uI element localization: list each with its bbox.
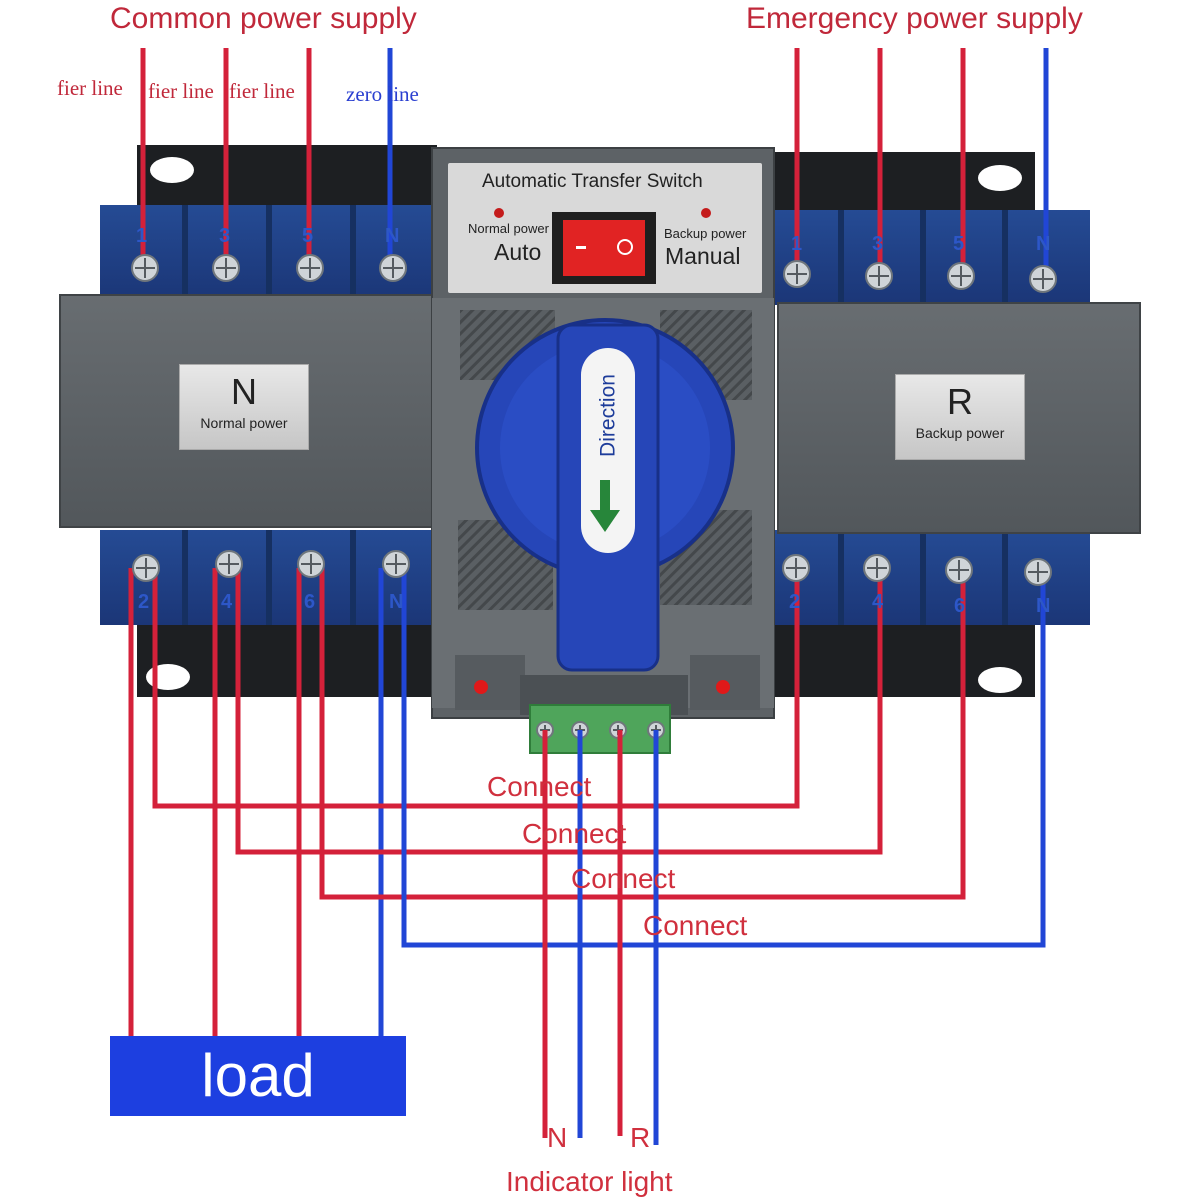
label-fier-line-3: fier line xyxy=(229,79,295,103)
ats-normal-power-label: Normal power xyxy=(468,221,549,236)
terminal-number: 5 xyxy=(302,225,314,247)
terminal-screw-icon xyxy=(1024,558,1052,586)
terminal-screw-icon xyxy=(297,550,325,578)
ats-auto-label: Auto xyxy=(494,239,542,265)
terminal-screw-icon xyxy=(863,554,891,582)
red-indicator-lamp xyxy=(474,680,488,694)
terminal-screw-icon xyxy=(945,556,973,584)
terminal-screw-icon xyxy=(1029,265,1057,293)
terminal-number: 6 xyxy=(304,591,316,613)
red-indicator-lamp xyxy=(716,680,730,694)
card-backup-power: R Backup power xyxy=(895,374,1025,460)
rocker-on-mark xyxy=(617,239,633,255)
terminal-number: 1 xyxy=(136,225,148,247)
terminal-separators xyxy=(182,205,1008,625)
terminal-number: 5 xyxy=(953,233,965,255)
terminal-separator xyxy=(920,210,926,305)
rocker-off-mark xyxy=(576,246,586,249)
terminal-separator xyxy=(182,205,188,300)
connect-wire-n xyxy=(401,568,1046,948)
terminal-separator xyxy=(182,530,188,625)
terminal-separator xyxy=(350,205,356,300)
led-normal-dot xyxy=(494,208,504,218)
terminal-number: N xyxy=(1036,595,1051,617)
terminal-screw-icon xyxy=(215,550,243,578)
terminal-number: 6 xyxy=(954,595,966,617)
terminal-separator xyxy=(838,210,844,305)
handle-label-plate xyxy=(581,348,635,553)
connect-label-4: Connect xyxy=(643,910,748,941)
connect-label-3: Connect xyxy=(571,863,676,894)
load-box: load xyxy=(110,1036,406,1116)
label-zero-line: zero line xyxy=(346,82,419,106)
card-backup-text: Backup power xyxy=(915,425,1005,441)
indicator-r-label: R xyxy=(630,1122,651,1153)
connect-wire-2 xyxy=(235,568,883,855)
indicator-n-label: N xyxy=(547,1122,568,1153)
terminal-screw-icon xyxy=(783,260,811,288)
terminal-number: 3 xyxy=(219,225,231,247)
wires xyxy=(128,48,1049,1145)
ats-backup-power-label: Backup power xyxy=(664,226,747,241)
terminal-number: 4 xyxy=(872,591,884,613)
terminal-screw-icon xyxy=(132,554,160,582)
card-normal-letter: N xyxy=(231,371,257,412)
card-normal-power: N Normal power xyxy=(179,364,309,450)
label-fier-line-1: fier line xyxy=(57,76,123,100)
terminal-screw-icon xyxy=(212,254,240,282)
terminal-screw-icon xyxy=(296,254,324,282)
indicator-lamp-area xyxy=(455,655,525,710)
mount-hole xyxy=(978,165,1022,191)
terminal-number: 2 xyxy=(789,591,801,613)
terminal-number: N xyxy=(1036,233,1051,255)
header-emergency-power-supply: Emergency power supply xyxy=(746,2,1083,35)
terminal-separator xyxy=(266,530,272,625)
ats-title: Automatic Transfer Switch xyxy=(482,171,703,192)
terminal-number: N xyxy=(385,225,400,247)
bottom-mount-rail-left xyxy=(137,625,437,697)
terminal-number: 4 xyxy=(221,591,233,613)
terminal-screw-icon xyxy=(947,262,975,290)
terminal-number: 3 xyxy=(872,233,884,255)
terminal-number: 2 xyxy=(138,591,150,613)
terminal-separator xyxy=(838,530,844,625)
connect-label-1: Connect xyxy=(487,771,592,802)
connect-wire-3 xyxy=(319,568,966,900)
label-fier-line-2: fier line xyxy=(148,79,214,103)
connect-wire-1 xyxy=(152,568,800,809)
terminal-separator xyxy=(266,205,272,300)
mount-hole xyxy=(150,157,194,183)
terminal-screw-icon xyxy=(131,254,159,282)
header-common-power-supply: Common power supply xyxy=(110,2,417,35)
connect-label-2: Connect xyxy=(522,818,627,849)
rocker-switch-face[interactable] xyxy=(552,212,656,284)
terminal-screw-icon xyxy=(865,262,893,290)
led-backup-dot xyxy=(701,208,711,218)
handle-direction-text[interactable]: Direction xyxy=(596,374,620,457)
terminal-separator xyxy=(350,530,356,625)
mount-hole xyxy=(978,667,1022,693)
terminal-screw-icon xyxy=(782,554,810,582)
terminal-number: 1 xyxy=(791,233,803,255)
card-backup-letter: R xyxy=(947,381,973,422)
terminal-screw-icon xyxy=(379,254,407,282)
terminal-screws xyxy=(131,254,1057,586)
terminal-separator xyxy=(920,530,926,625)
terminal-separator xyxy=(1002,210,1008,305)
direction-arrow-icon xyxy=(590,480,620,532)
terminal-screw-icon xyxy=(382,550,410,578)
terminal-number: N xyxy=(389,591,404,613)
card-normal-text: Normal power xyxy=(200,415,288,431)
terminal-separator xyxy=(1002,530,1008,625)
indicator-light-label: Indicator light xyxy=(506,1166,673,1197)
ats-manual-label: Manual xyxy=(665,243,741,269)
